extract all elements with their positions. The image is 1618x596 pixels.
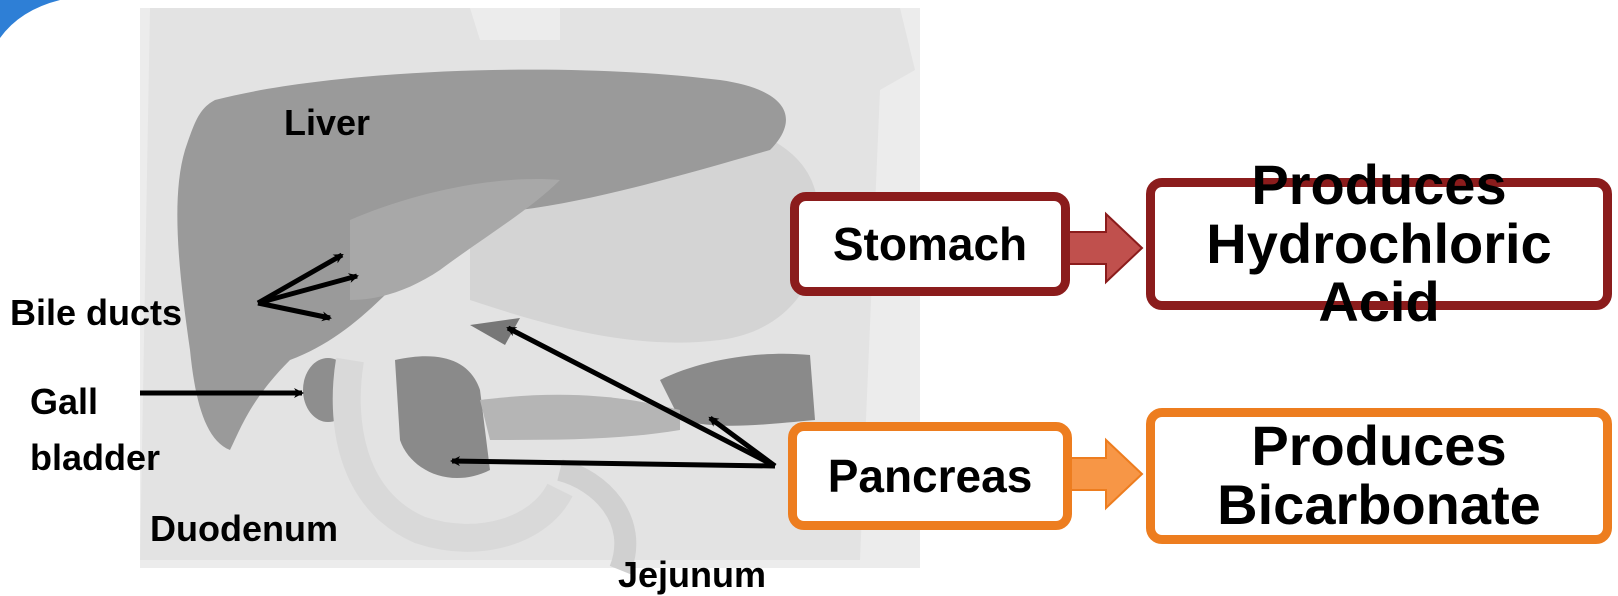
duodenum-label: Duodenum (150, 508, 338, 550)
pancreas-flow-arrow (1068, 440, 1142, 508)
pancreas-product-label: Produces Bicarbonate (1217, 417, 1541, 535)
corner-accent (0, 0, 60, 38)
pancreas-box-label: Pancreas (828, 452, 1033, 500)
pancreas-box: Pancreas (788, 422, 1072, 530)
jejunum-label: Jejunum (618, 554, 766, 596)
pancreas-product-box: Produces Bicarbonate (1146, 408, 1612, 544)
stomach-product-box: Produces Hydrochloric Acid (1146, 178, 1612, 310)
liver-label: Liver (284, 102, 370, 144)
stomach-box-label: Stomach (833, 220, 1027, 268)
stomach-flow-arrow (1068, 214, 1142, 282)
gall-bladder-label: Gall bladder (30, 374, 160, 486)
bile-ducts-label: Bile ducts (10, 292, 182, 334)
stomach-box: Stomach (790, 192, 1070, 296)
stomach-product-label: Produces Hydrochloric Acid (1206, 156, 1551, 332)
